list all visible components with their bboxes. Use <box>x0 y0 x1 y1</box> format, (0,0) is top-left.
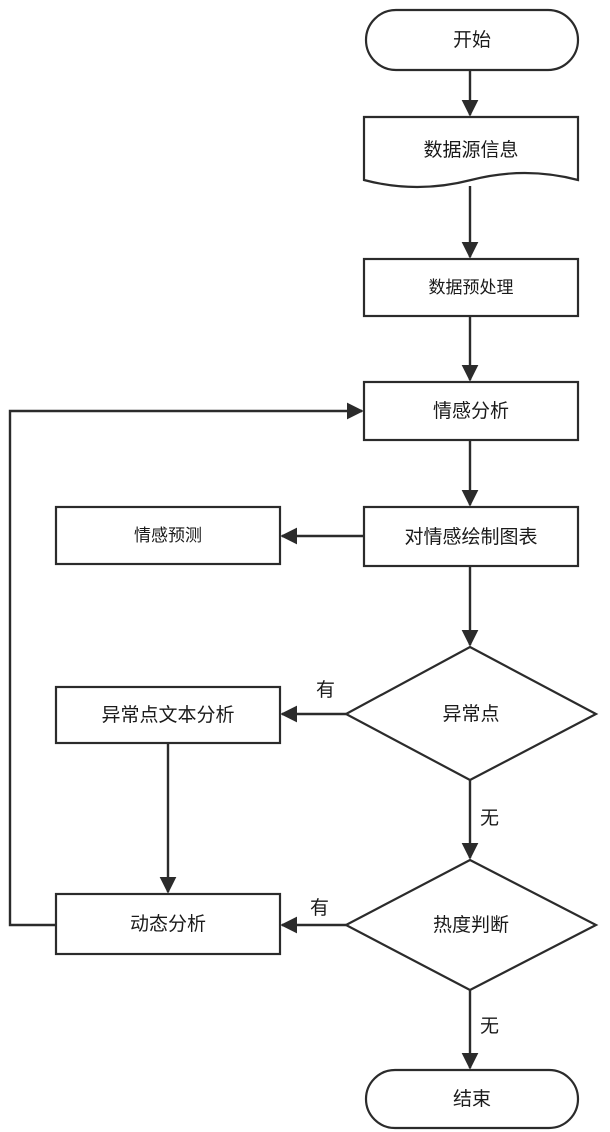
data-source-node: 数据源信息 <box>364 117 578 187</box>
heat-yes-label: 有 <box>310 897 329 919</box>
sentiment-chart-node: 对情感绘制图表 <box>364 507 578 566</box>
heat-decision-label: 热度判断 <box>433 914 509 936</box>
sentiment-analysis-label: 情感分析 <box>433 400 509 422</box>
anomaly-text-analysis-label: 异常点文本分析 <box>101 704 234 726</box>
arrow-dynamic-loop-to-sentiment-analysis <box>10 411 362 925</box>
heat-decision-node: 热度判断 <box>346 860 596 990</box>
anomaly-decision-label: 异常点 <box>442 703 499 725</box>
preprocess-node: 数据预处理 <box>364 259 578 316</box>
anomaly-yes-label: 有 <box>316 679 335 701</box>
sentiment-chart-label: 对情感绘制图表 <box>404 526 537 548</box>
anomaly-decision-node: 异常点 <box>346 647 596 780</box>
end-label: 结束 <box>453 1088 491 1110</box>
preprocess-label: 数据预处理 <box>429 278 514 298</box>
start-label: 开始 <box>453 29 491 51</box>
anomaly-text-analysis-node: 异常点文本分析 <box>56 687 280 743</box>
end-node: 结束 <box>366 1070 578 1128</box>
dynamic-analysis-node: 动态分析 <box>56 894 280 954</box>
start-node: 开始 <box>366 10 578 70</box>
anomaly-no-label: 无 <box>480 807 499 829</box>
sentiment-analysis-node: 情感分析 <box>364 382 578 440</box>
data-source-label: 数据源信息 <box>423 139 518 161</box>
sentiment-predict-node: 情感预测 <box>56 507 280 564</box>
sentiment-predict-label: 情感预测 <box>134 526 202 546</box>
dynamic-analysis-label: 动态分析 <box>130 913 206 935</box>
heat-no-label: 无 <box>480 1015 499 1037</box>
